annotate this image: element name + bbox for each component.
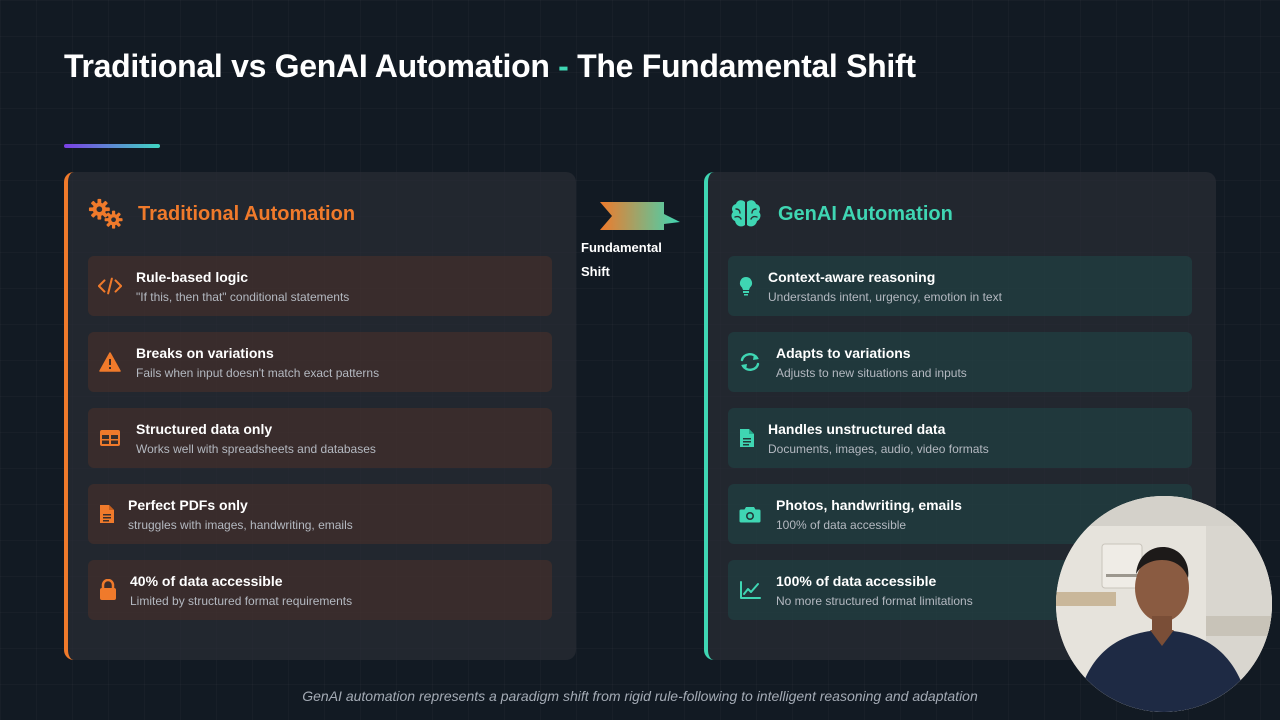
item-description: Fails when input doesn't match exact pat… — [136, 365, 380, 380]
warning-icon — [98, 350, 122, 374]
code-icon — [98, 274, 122, 298]
document-icon — [738, 426, 756, 450]
list-item: Structured data only Works well with spr… — [88, 408, 552, 468]
item-title: Rule-based logic — [136, 268, 249, 285]
traditional-items-list: Rule-based logic "If this, then that" co… — [88, 256, 552, 636]
genai-panel-title: GenAI Automation — [778, 202, 953, 225]
lightbulb-icon — [738, 274, 754, 298]
slide-footer: GenAI automation represents a paradigm s… — [302, 688, 978, 704]
traditional-panel-header: Traditional Automation — [88, 196, 355, 232]
shift-label-line2: Shift — [581, 264, 610, 279]
genai-automation-panel: GenAI Automation Context-aware reasoning… — [704, 172, 1216, 660]
item-title: Context-aware reasoning — [768, 268, 936, 285]
item-description: Documents, images, audio, video formats — [768, 441, 989, 456]
list-item: Breaks on variations Fails when input do… — [88, 332, 552, 392]
gears-icon — [88, 196, 124, 232]
list-item: Context-aware reasoning Understands inte… — [728, 256, 1192, 316]
item-description: "If this, then that" conditional stateme… — [136, 289, 350, 304]
item-title: 40% of data accessible — [130, 572, 283, 589]
genai-items-list: Context-aware reasoning Understands inte… — [728, 256, 1192, 636]
slide-title: Traditional vs GenAI Automation - The Fu… — [64, 48, 916, 85]
title-separator: - — [549, 48, 578, 84]
genai-panel-header: GenAI Automation — [728, 196, 953, 232]
list-item: Perfect PDFs only struggles with images,… — [88, 484, 552, 544]
presenter-image — [1056, 496, 1272, 712]
list-item: Rule-based logic "If this, then that" co… — [88, 256, 552, 316]
item-description: struggles with images, handwriting, emai… — [128, 517, 353, 532]
title-accent-line — [64, 144, 160, 148]
shift-label-line1: Fundamental — [581, 240, 662, 255]
item-title: Perfect PDFs only — [128, 496, 248, 513]
item-title: Breaks on variations — [136, 344, 274, 361]
item-title: Adapts to variations — [776, 344, 911, 361]
item-description: 100% of data accessible — [776, 517, 907, 532]
item-description: Understands intent, urgency, emotion in … — [768, 289, 1002, 304]
chart-line-icon — [738, 578, 762, 602]
item-title: Structured data only — [136, 420, 273, 437]
file-icon — [98, 502, 116, 526]
sync-icon — [738, 350, 762, 374]
list-item: Handles unstructured data Documents, ima… — [728, 408, 1192, 468]
list-item: 40% of data accessible Limited by struct… — [88, 560, 552, 620]
shift-label: Fundamental Shift — [581, 236, 681, 284]
traditional-panel-title: Traditional Automation — [138, 202, 356, 225]
camera-icon — [738, 502, 762, 526]
traditional-automation-panel: Traditional Automation Rule-based logic … — [64, 172, 576, 660]
lock-icon — [98, 578, 118, 602]
presenter-webcam — [1056, 496, 1272, 712]
item-description: Adjusts to new situations and inputs — [776, 365, 967, 380]
table-icon — [98, 426, 122, 450]
item-description: No more structured format limitations — [776, 593, 973, 608]
shift-arrow-icon — [600, 202, 680, 230]
item-title: 100% of data accessible — [776, 572, 937, 589]
title-part-two: The Fundamental Shift — [577, 48, 916, 84]
item-title: Handles unstructured data — [768, 420, 946, 437]
item-title: Photos, handwriting, emails — [776, 496, 962, 513]
list-item: Adapts to variations Adjusts to new situ… — [728, 332, 1192, 392]
item-description: Limited by structured format requirement… — [130, 593, 353, 608]
item-description: Works well with spreadsheets and databas… — [136, 441, 376, 456]
title-part-one: Traditional vs GenAI Automation — [64, 48, 550, 84]
brain-icon — [728, 196, 764, 232]
